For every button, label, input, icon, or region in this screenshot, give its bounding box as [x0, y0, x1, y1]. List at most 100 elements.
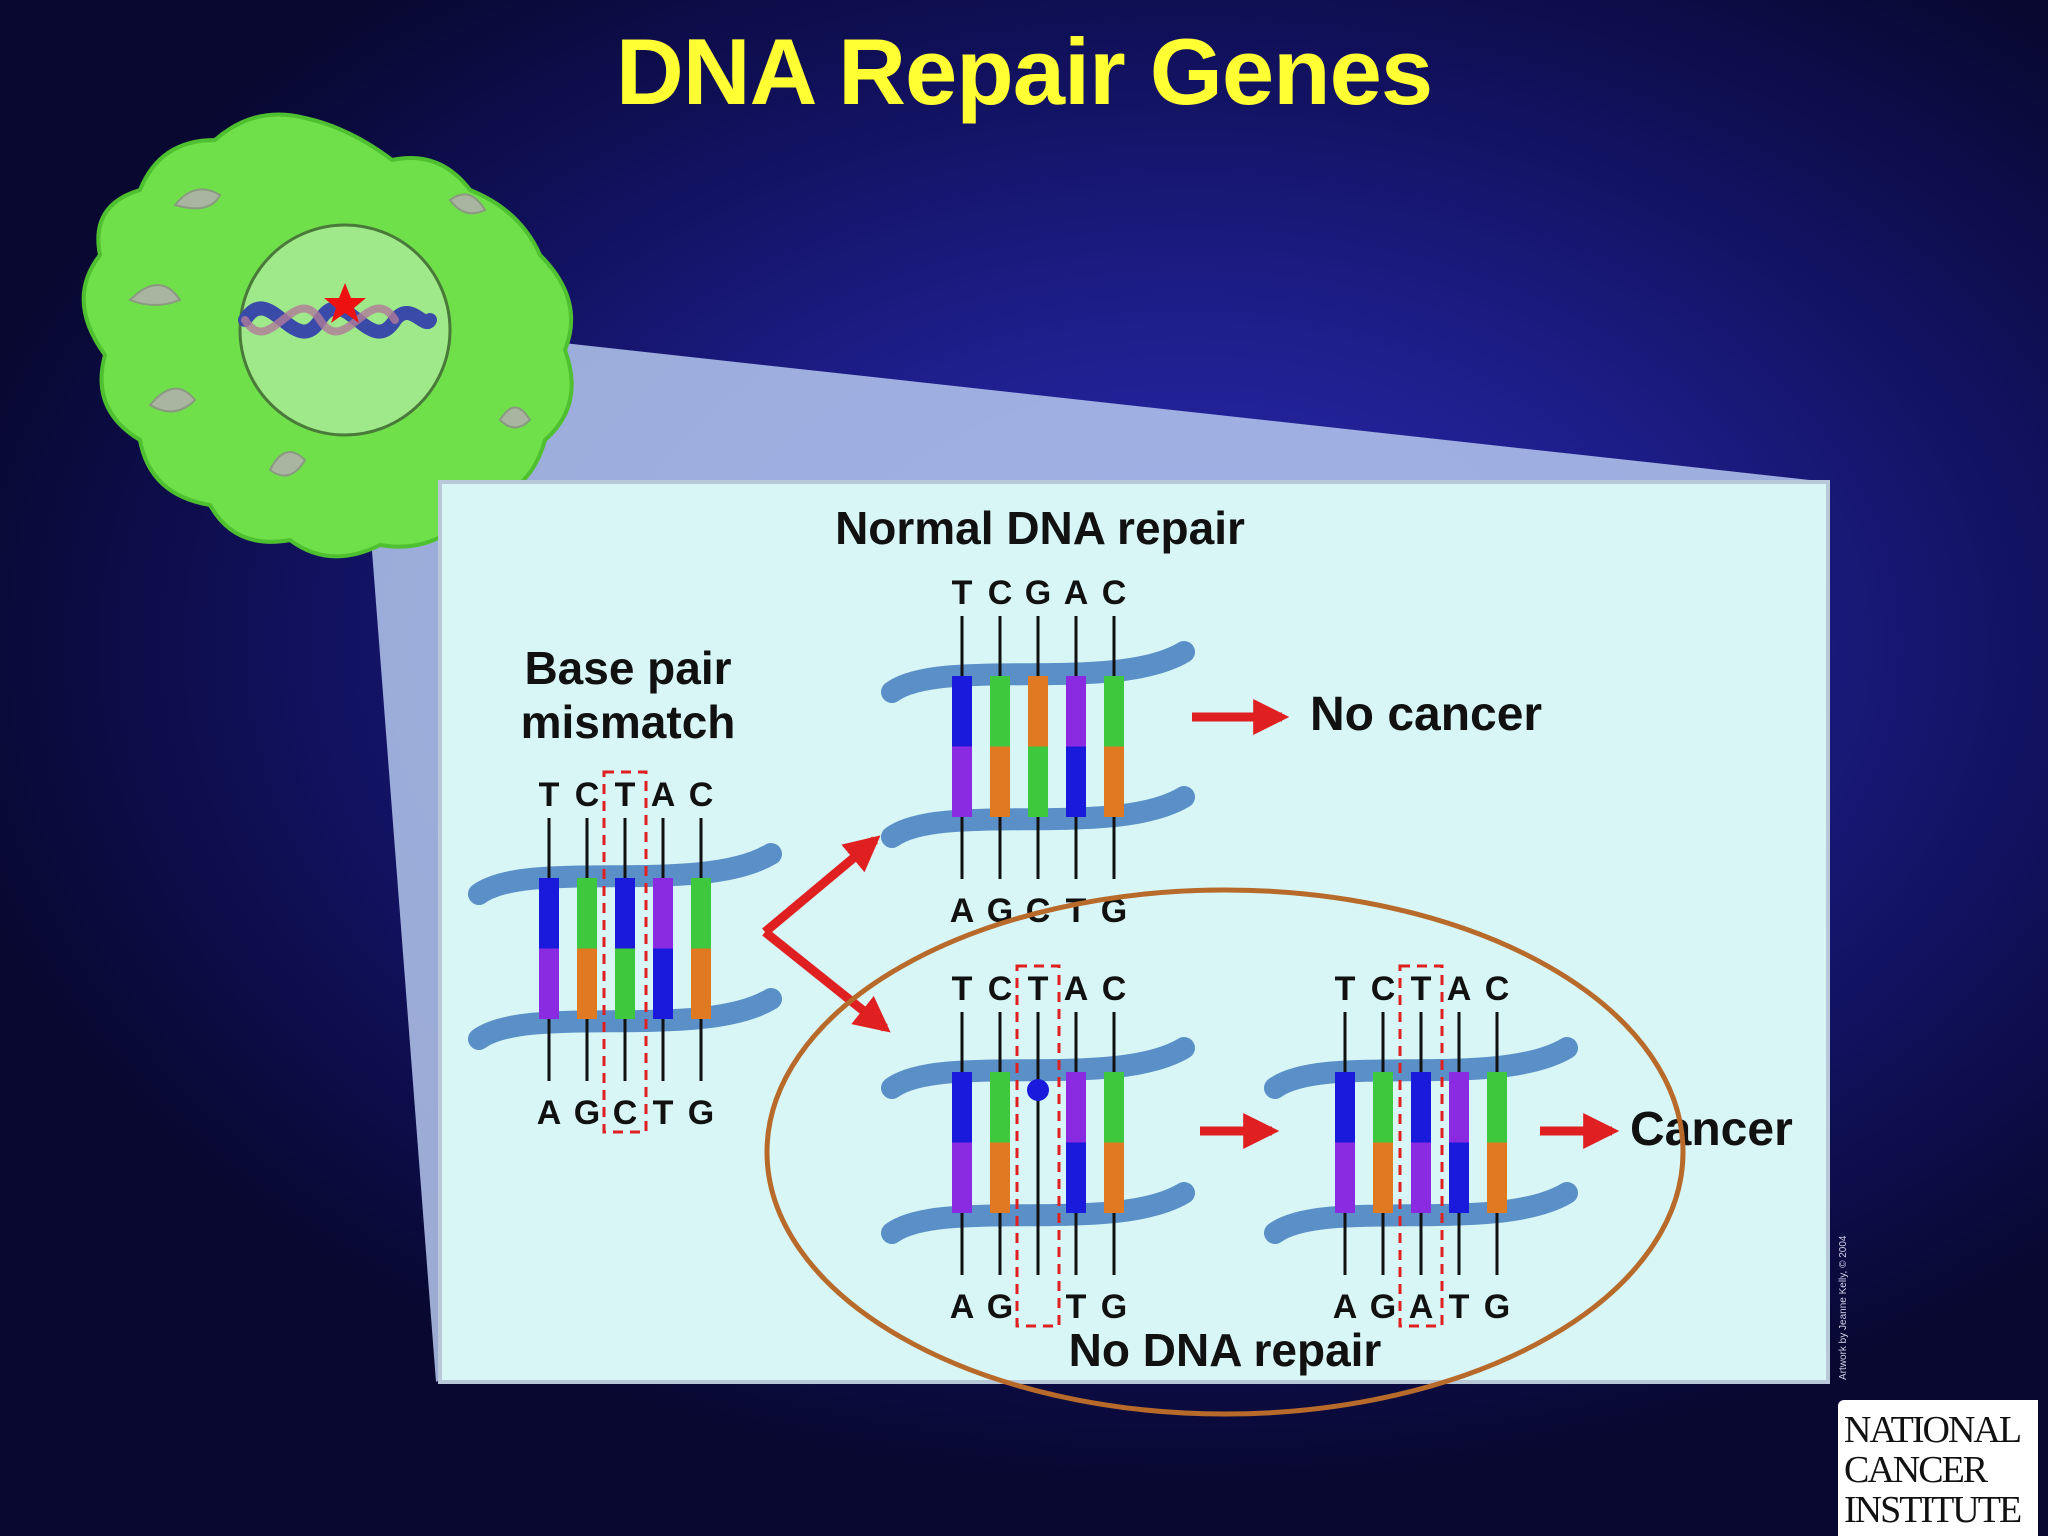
artwork-credit: Artwork by Jeanne Kelly, © 2004: [1838, 1235, 1849, 1380]
base-letter-bottom: G: [1484, 1288, 1510, 1326]
base-block-bottom: [1104, 746, 1124, 817]
base-letter-bottom: A: [1409, 1288, 1434, 1326]
base-block-top: [990, 1072, 1010, 1143]
base-letter-bottom: T: [1066, 1288, 1087, 1326]
mismatch-highlight-box: [1015, 964, 1061, 1328]
base-letter-top: A: [651, 776, 676, 814]
mismatch-label-line1: Base pair: [524, 642, 731, 694]
base-block-bottom: [615, 948, 635, 1019]
base-letter-top: C: [575, 776, 600, 814]
base-block-bottom: [990, 1142, 1010, 1213]
backbone-strand: [468, 843, 782, 905]
base-letter-top: A: [1447, 970, 1472, 1008]
base-block-bottom: [990, 746, 1010, 817]
highlight-ellipse: [764, 887, 1686, 1417]
normal-repair-label: Normal DNA repair: [835, 502, 1245, 554]
base-letter-bottom: T: [1449, 1288, 1470, 1326]
mismatch-highlight-box: [602, 770, 648, 1134]
base-block-top: [1066, 676, 1086, 747]
base-block-bottom: [1066, 1142, 1086, 1213]
base-block-bottom: [1335, 1142, 1355, 1213]
base-letter-top: T: [539, 776, 560, 814]
base-letter-bottom: G: [688, 1094, 714, 1132]
base-block-bottom: [1487, 1142, 1507, 1213]
nci-logo: NATIONAL CANCER INSTITUTE: [1838, 1400, 2038, 1536]
backbone-strand: [881, 641, 1195, 703]
base-letter-top: A: [1064, 970, 1089, 1008]
base-block-bottom: [1066, 746, 1086, 817]
base-block-top: [1487, 1072, 1507, 1143]
organelles: [128, 188, 532, 477]
base-letter-top: C: [988, 574, 1013, 612]
mismatch-highlight-box: [1398, 964, 1444, 1328]
base-letter-top: T: [952, 970, 973, 1008]
base-block-top: [577, 878, 597, 949]
base-block-top: [691, 878, 711, 949]
logo-line: CANCER: [1844, 1449, 1988, 1491]
base-block-top: [952, 1072, 972, 1143]
backbone-strand: [1264, 1037, 1578, 1099]
base-block-bottom: [952, 1142, 972, 1213]
base-letter-top: T: [1028, 970, 1049, 1008]
damage-spark-icon: [324, 283, 366, 323]
base-block-bottom: [952, 746, 972, 817]
base-block-top: [990, 676, 1010, 747]
base-block-top: [1335, 1072, 1355, 1143]
base-letter-bottom: G: [987, 1288, 1013, 1326]
base-block-bottom: [1104, 1142, 1124, 1213]
base-letter-top: C: [1371, 970, 1396, 1008]
base-block-top: [1373, 1072, 1393, 1143]
backbone-strand: [881, 786, 1195, 848]
base-letter-top: A: [1064, 574, 1089, 612]
branch-arrows: [762, 699, 1620, 1149]
base-block-top: [1449, 1072, 1469, 1143]
no-cancer-label: No cancer: [1310, 688, 1542, 741]
base-block-top: [1028, 676, 1048, 747]
no-repair-label: No DNA repair: [1069, 1324, 1382, 1376]
base-letter-bottom: A: [537, 1094, 562, 1132]
base-block-top: [539, 878, 559, 949]
arrow-to-normal: [762, 835, 881, 936]
logo-line: INSTITUTE: [1844, 1489, 2022, 1531]
mismatch-label-line2: mismatch: [521, 696, 736, 748]
base-block-bottom: [1373, 1142, 1393, 1213]
base-block-bottom: [539, 948, 559, 1019]
base-letter-top: C: [689, 776, 714, 814]
base-block-top: [653, 878, 673, 949]
base-block-top: [1411, 1072, 1431, 1143]
cell-illustration: [81, 112, 574, 559]
base-block-top: [1104, 676, 1124, 747]
base-block-bottom: [1028, 746, 1048, 817]
base-letter-top: C: [1485, 970, 1510, 1008]
base-letter-bottom: G: [574, 1094, 600, 1132]
base-letter-bottom: G: [1370, 1288, 1396, 1326]
backbone-strand: [881, 1182, 1195, 1244]
detail-panel: [438, 480, 1830, 1384]
cancer-label: Cancer: [1630, 1103, 1793, 1156]
logo-line: NATIONAL: [1844, 1409, 2022, 1451]
base-letter-bottom: T: [1066, 892, 1087, 930]
base-block-top: [1104, 1072, 1124, 1143]
backbone-strand: [468, 988, 782, 1050]
base-letter-top: T: [615, 776, 636, 814]
base-block-bottom: [691, 948, 711, 1019]
backbone-strand: [881, 1037, 1195, 1099]
base-letter-bottom: A: [950, 892, 975, 930]
base-letter-top: C: [1102, 574, 1127, 612]
base-block-top: [615, 878, 635, 949]
base-letter-top: T: [1411, 970, 1432, 1008]
base-block-bottom: [577, 948, 597, 1019]
base-block-bottom: [1411, 1142, 1431, 1213]
base-letter-bottom: A: [1333, 1288, 1358, 1326]
base-block-top: [1066, 1072, 1086, 1143]
base-letter-bottom: C: [613, 1094, 638, 1132]
arrow-to-no-repair: [762, 928, 891, 1033]
base-letter-bottom: T: [653, 1094, 674, 1132]
base-letter-top: T: [952, 574, 973, 612]
base-letter-bottom: G: [1101, 1288, 1127, 1326]
